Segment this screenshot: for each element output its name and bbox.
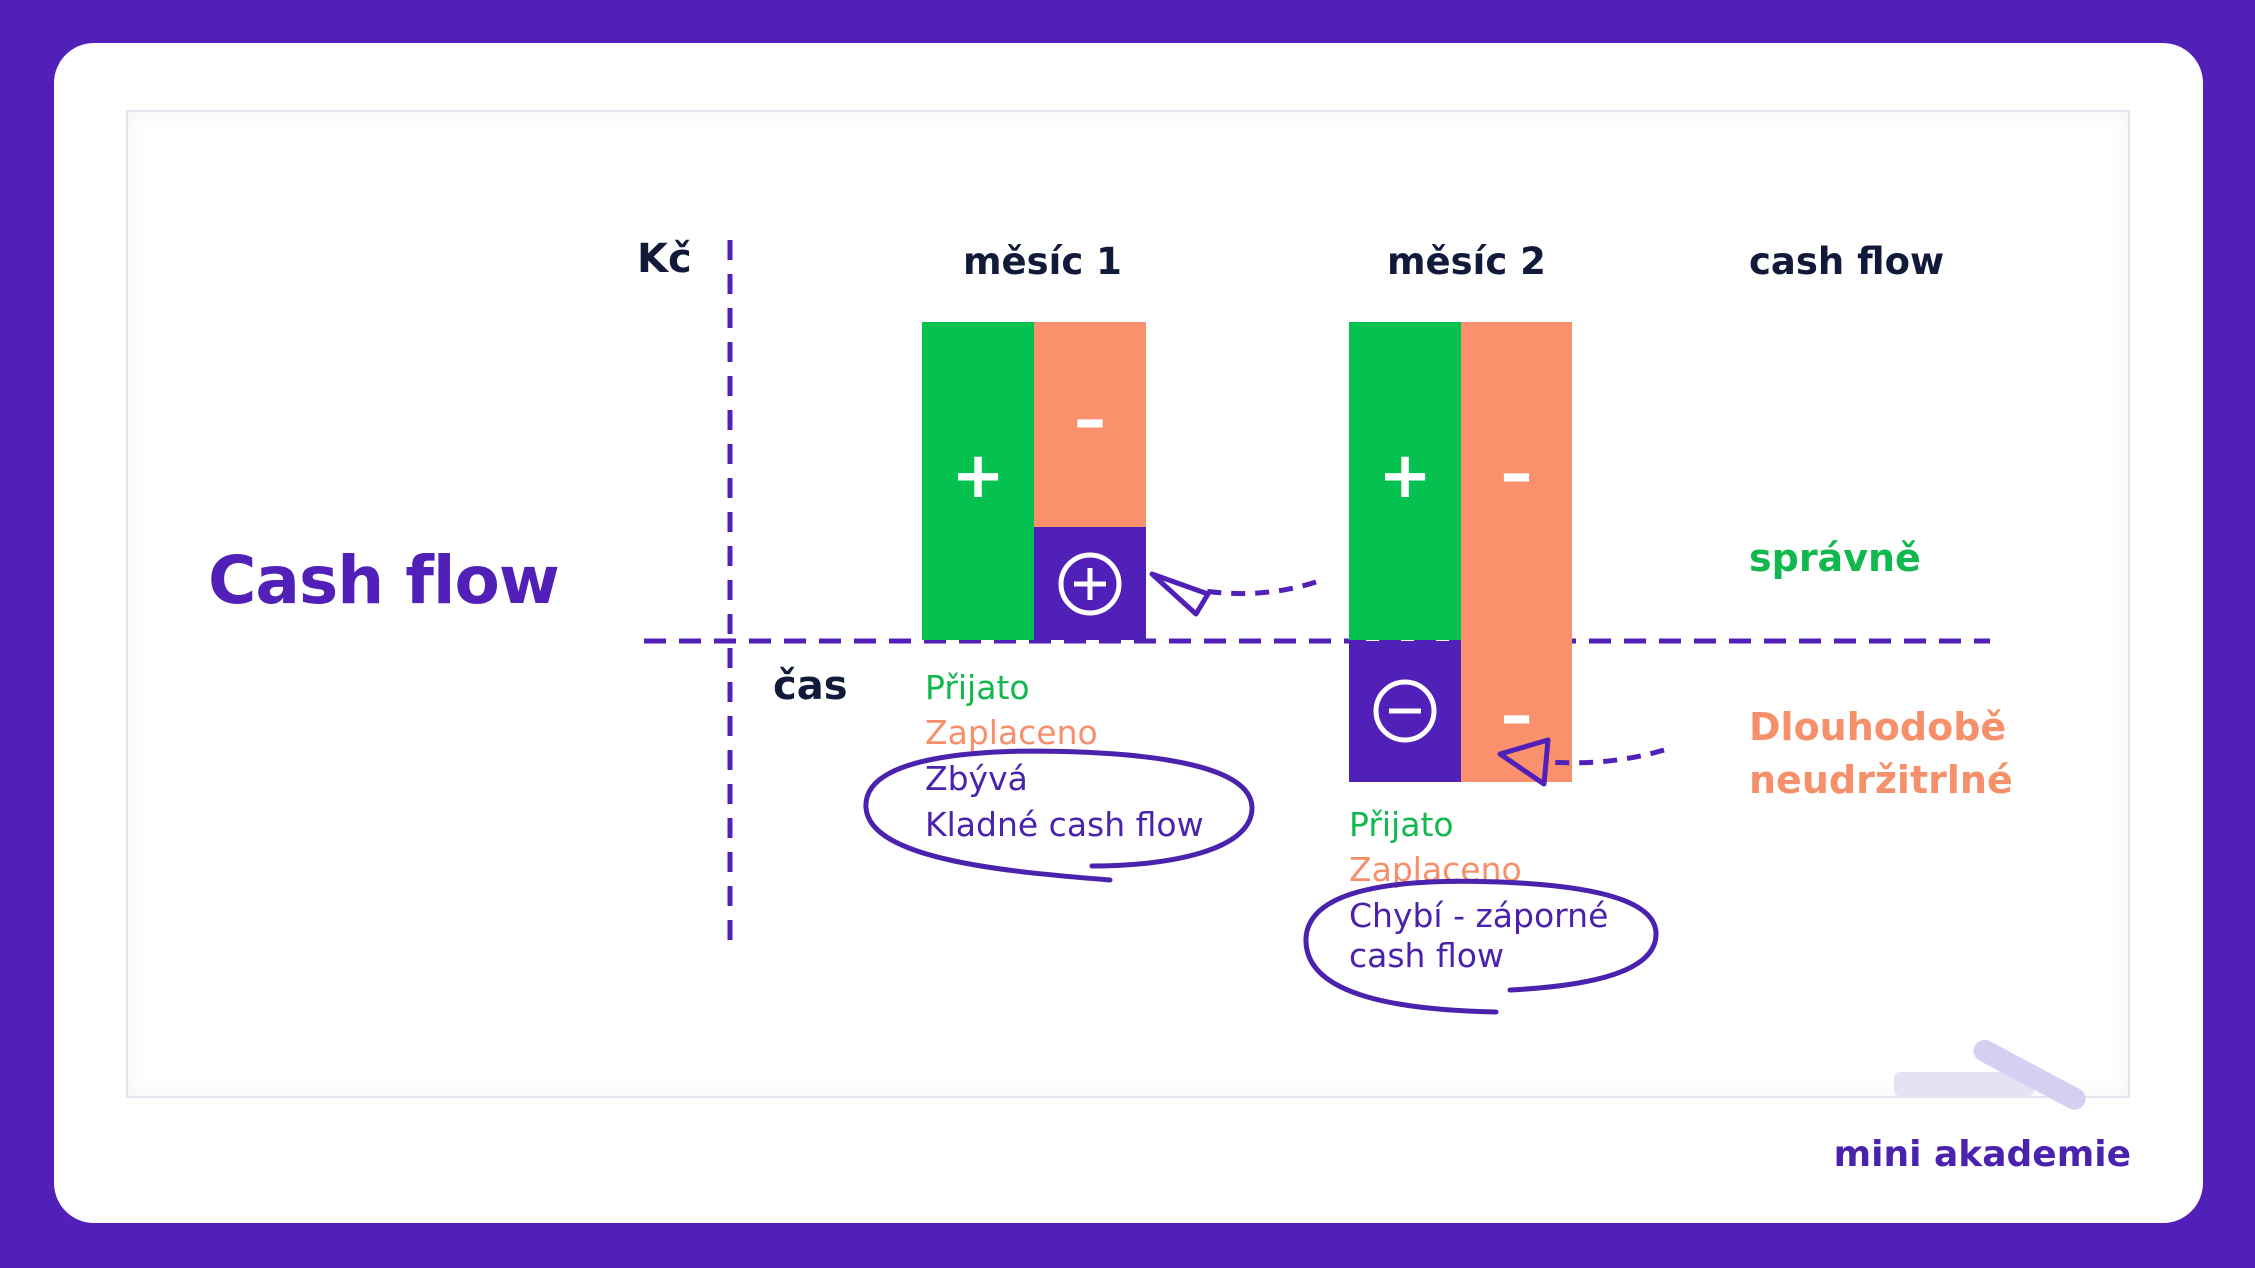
minus-icon: –: [1500, 437, 1533, 511]
month1-note-remaining: Zbývá: [925, 759, 1028, 798]
verdict-negative-line1: Dlouhodobě: [1749, 705, 2007, 749]
column-header-cashflow: cash flow: [1749, 240, 1945, 283]
minus-icon: –: [1500, 679, 1533, 753]
arrow-to-deficit: [1497, 737, 1665, 787]
highlight-circle: [863, 748, 1255, 883]
verdict-negative-line2: neudržitrlné: [1749, 758, 2013, 802]
minus-icon: –: [1074, 383, 1106, 457]
month1-note-received: Přijato: [925, 668, 1030, 707]
verdict-positive: správně: [1749, 536, 1921, 580]
circled-plus-icon: [1058, 552, 1122, 616]
page-title: Cash flow: [208, 542, 560, 619]
month1-note-positive: Kladné cash flow: [925, 805, 1204, 844]
month2-expense-bar: [1461, 322, 1572, 782]
marker-icon: [1894, 1039, 2086, 1110]
plus-icon: +: [951, 439, 1005, 513]
x-axis-label: čas: [773, 663, 848, 709]
month2-note-missing: Chybí - záporné: [1349, 896, 1609, 935]
plus-icon: +: [1378, 439, 1432, 513]
month1-note-paid: Zaplaceno: [925, 713, 1098, 752]
month1-expense-bar: [1034, 322, 1146, 527]
highlight-circle: [1303, 878, 1659, 1015]
column-header-month1: měsíc 1: [963, 240, 1122, 283]
circled-minus-icon: [1373, 679, 1437, 743]
month2-note-cashflow: cash flow: [1349, 936, 1504, 975]
arrow-to-surplus: [1149, 571, 1317, 617]
y-axis-label: Kč: [637, 236, 692, 282]
month2-income-bar: [1349, 322, 1461, 640]
month1-income-bar: [922, 322, 1034, 640]
column-header-month2: měsíc 2: [1387, 240, 1546, 283]
brand-logo: mini akademie: [1833, 1134, 2131, 1175]
month2-note-received: Přijato: [1349, 805, 1454, 844]
